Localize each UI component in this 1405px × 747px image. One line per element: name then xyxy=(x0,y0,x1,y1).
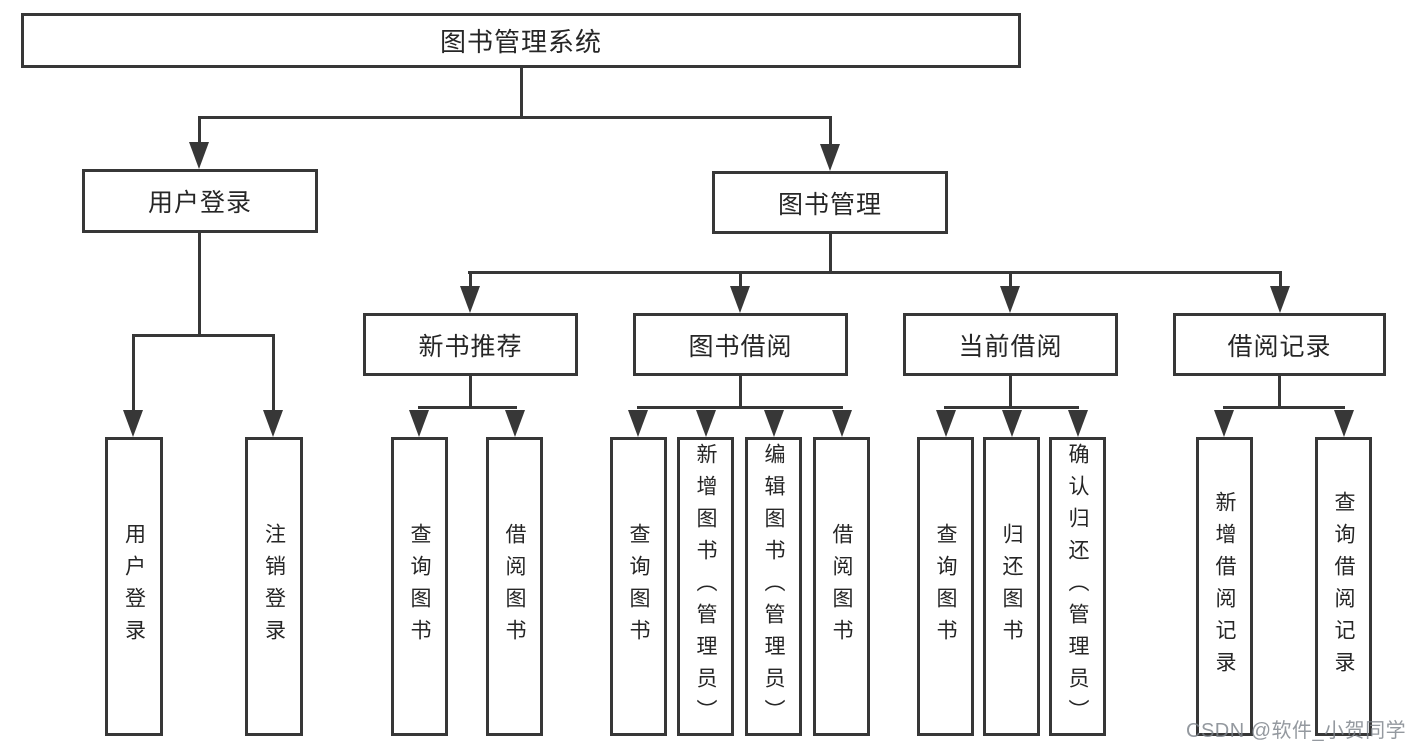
connector-line xyxy=(739,376,742,409)
arrowhead-down xyxy=(1214,410,1234,437)
connector-line xyxy=(1009,376,1012,409)
arrowhead-down xyxy=(263,410,283,437)
arrowhead-down xyxy=(936,410,956,437)
connector-line xyxy=(272,334,275,413)
node-borrowing-records: 借阅记录 xyxy=(1173,313,1386,376)
arrowhead-down xyxy=(460,286,480,313)
connector-line xyxy=(468,271,1282,274)
leaf-current-return-books: 归还图书 xyxy=(983,437,1040,736)
arrowhead-down xyxy=(123,410,143,437)
leaf-borrowing-borrow-books: 借阅图书 xyxy=(813,437,870,736)
arrowhead-down xyxy=(189,142,209,169)
connector-line xyxy=(739,271,742,289)
connector-line xyxy=(469,376,472,409)
leaf-current-confirm-return-admin: 确认归还（管理员） xyxy=(1049,437,1106,736)
connector-line xyxy=(1278,376,1281,409)
node-library-system: 图书管理系统 xyxy=(21,13,1021,68)
arrowhead-down xyxy=(696,410,716,437)
connector-line xyxy=(520,68,523,119)
arrowhead-down xyxy=(1000,286,1020,313)
connector-line xyxy=(132,334,135,413)
connector-line xyxy=(469,271,472,289)
arrowhead-down xyxy=(820,144,840,171)
connector-line xyxy=(132,334,275,337)
csdn-watermark: CSDN @软件_小贺同学 xyxy=(1186,720,1405,742)
arrowhead-down xyxy=(1334,410,1354,437)
connector-line xyxy=(829,234,832,274)
node-current-borrowing: 当前借阅 xyxy=(903,313,1118,376)
node-new-book-recommend: 新书推荐 xyxy=(363,313,578,376)
connector-line xyxy=(1279,271,1282,289)
arrowhead-down xyxy=(1002,410,1022,437)
arrowhead-down xyxy=(505,410,525,437)
node-book-borrowing: 图书借阅 xyxy=(633,313,848,376)
arrowhead-down xyxy=(832,410,852,437)
leaf-current-query-books: 查询图书 xyxy=(917,437,974,736)
connector-line xyxy=(637,406,843,409)
connector-line xyxy=(198,116,832,119)
node-book-management: 图书管理 xyxy=(712,171,948,234)
leaf-borrowing-edit-books-admin: 编辑图书（管理员） xyxy=(745,437,802,736)
node-user-login: 用户登录 xyxy=(82,169,318,233)
connector-line xyxy=(198,116,201,144)
arrowhead-down xyxy=(1068,410,1088,437)
connector-line xyxy=(944,406,1079,409)
arrowhead-down xyxy=(409,410,429,437)
leaf-logout: 注销登录 xyxy=(245,437,303,736)
arrowhead-down xyxy=(764,410,784,437)
leaf-records-query-borrow-record: 查询借阅记录 xyxy=(1315,437,1372,736)
leaf-borrowing-query-books: 查询图书 xyxy=(610,437,667,736)
leaf-borrowing-add-books-admin: 新增图书（管理员） xyxy=(677,437,734,736)
leaf-newbook-query-books: 查询图书 xyxy=(391,437,448,736)
arrowhead-down xyxy=(1270,286,1290,313)
leaf-newbook-borrow-books: 借阅图书 xyxy=(486,437,543,736)
connector-line xyxy=(829,116,832,146)
arrowhead-down xyxy=(628,410,648,437)
connector-line xyxy=(198,233,201,337)
connector-line xyxy=(1009,271,1012,289)
connector-line xyxy=(418,406,517,409)
arrowhead-down xyxy=(730,286,750,313)
leaf-records-add-borrow-record: 新增借阅记录 xyxy=(1196,437,1253,736)
leaf-user-login: 用户登录 xyxy=(105,437,163,736)
connector-line xyxy=(1223,406,1345,409)
